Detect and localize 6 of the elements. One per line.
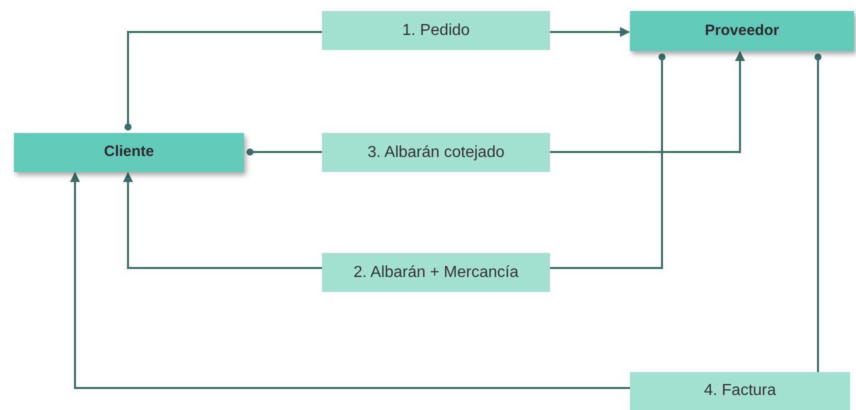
edge-label: 3. Albarán cotejado: [322, 133, 550, 172]
edge-label: 1. Pedido: [322, 11, 550, 50]
edge-label: 4. Factura: [630, 372, 850, 410]
process-box: Cliente: [14, 133, 244, 172]
edge-label: 2. Albarán + Mercancía: [322, 253, 550, 292]
process-box: Proveedor: [630, 11, 854, 51]
